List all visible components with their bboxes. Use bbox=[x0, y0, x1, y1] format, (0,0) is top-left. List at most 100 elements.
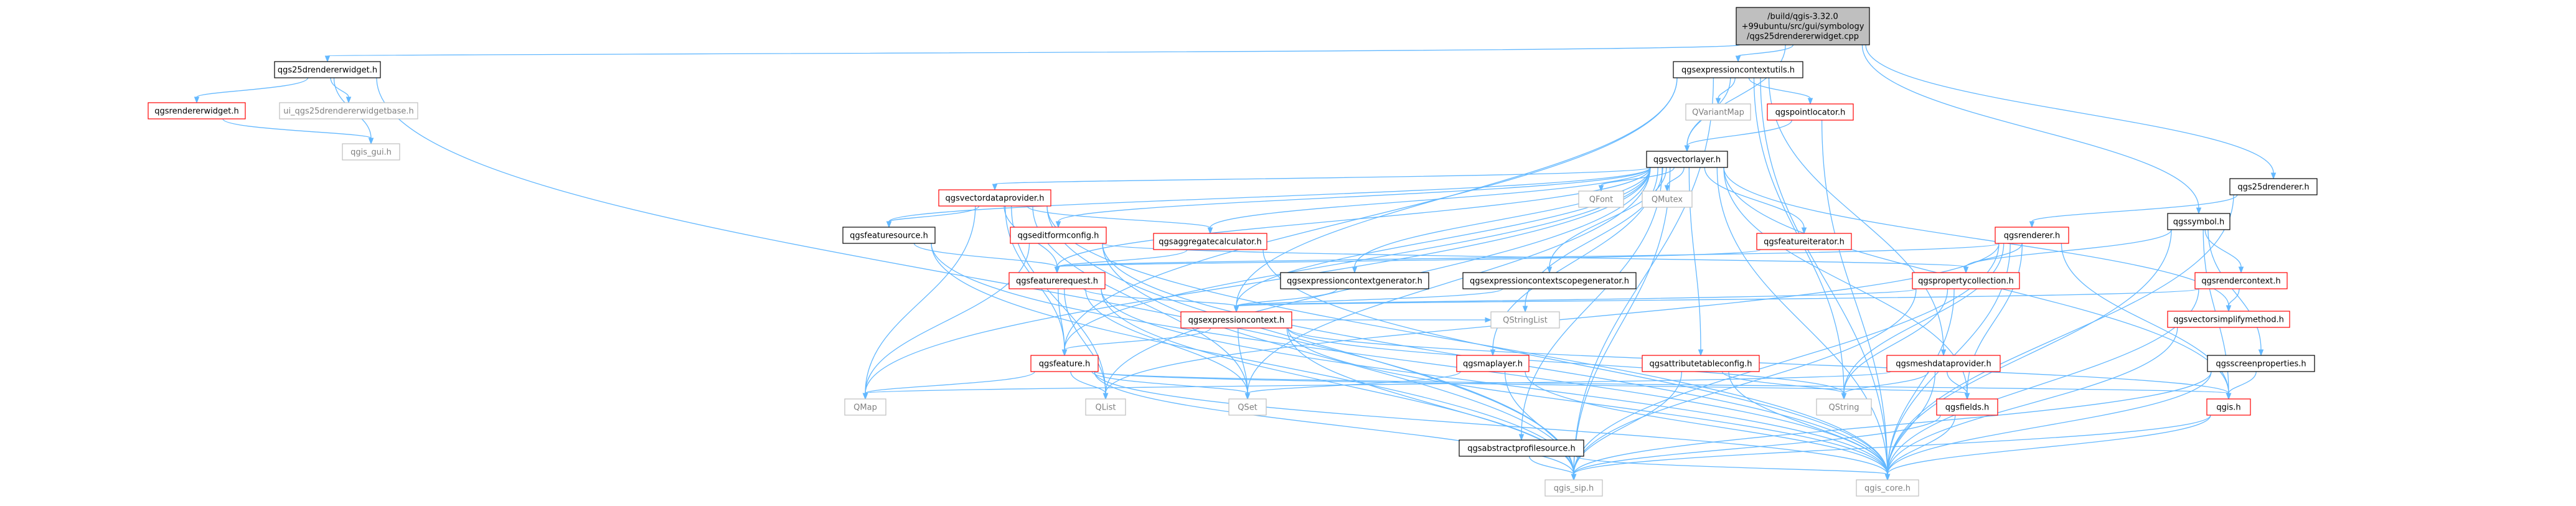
edge-qgsmeshdataprovider-h-to-qstring bbox=[1841, 371, 1929, 400]
node-qgsaggregatecalculator-h[interactable]: qgsaggregatecalculator.h bbox=[1153, 233, 1267, 250]
edge-qgsvectorlayer-h-to-qgsfeatureiterator-h bbox=[1704, 167, 1807, 235]
node-qgsrendercontext-h[interactable]: qgsrendercontext.h bbox=[2194, 272, 2288, 289]
edge-qgspropertycollection-h-to-qgis-core-h bbox=[1884, 288, 1955, 481]
node-qgsvectordataprovider-h[interactable]: qgsvectordataprovider.h bbox=[938, 189, 1051, 207]
edge-qgsexpressioncontextutils-h-to-qvariantmap bbox=[1715, 77, 1736, 105]
node-box bbox=[938, 189, 1051, 207]
node-label: qgsvectorsimplifymethod.h bbox=[2173, 316, 2284, 325]
node-qvariantmap: QVariantMap bbox=[1685, 103, 1751, 121]
node-qgsmaplayer-h[interactable]: qgsmaplayer.h bbox=[1456, 355, 1530, 372]
node-box bbox=[1030, 355, 1099, 372]
edge-qgis-h-to-qgis-sip-h bbox=[1571, 415, 2211, 481]
node-box bbox=[2194, 272, 2288, 289]
node-label: qgsabstractprofilesource.h bbox=[1467, 444, 1576, 454]
edge-qgssymbol-h-to-qgsscreenproperties-h bbox=[2207, 229, 2264, 357]
node-label: QSet bbox=[1238, 403, 1257, 413]
node-qgsfeature-h[interactable]: qgsfeature.h bbox=[1030, 355, 1099, 372]
node-box bbox=[2167, 213, 2230, 230]
node-qgsfields-h[interactable]: qgsfields.h bbox=[1936, 398, 1998, 416]
node-box bbox=[1280, 272, 1429, 289]
node-qmap: QMap bbox=[844, 398, 886, 416]
node-qgsvectorsimplifymethod-h[interactable]: qgsvectorsimplifymethod.h bbox=[2167, 311, 2290, 328]
node-qgspointlocator-h[interactable]: qgspointlocator.h bbox=[1767, 103, 1854, 121]
node-qgsexpressioncontext-h[interactable]: qgsexpressioncontext.h bbox=[1180, 311, 1292, 329]
edge-qgsfeaturerequest-h-to-qgsexpressioncontext-h bbox=[1083, 288, 1239, 313]
node-box bbox=[1856, 479, 1919, 497]
node-qstringlist: QStringList bbox=[1490, 311, 1560, 329]
node-box bbox=[1673, 61, 1803, 78]
node-qgis-h[interactable]: qgis.h bbox=[2206, 398, 2251, 416]
node-box bbox=[1767, 103, 1854, 121]
node-label: qgsrendererwidget.h bbox=[154, 107, 238, 116]
node-box bbox=[342, 143, 400, 161]
edge-qgsvectorlayer-h-to-qgseditformconfig-h bbox=[1055, 167, 1651, 228]
node-box bbox=[1736, 7, 1870, 45]
node-box bbox=[842, 227, 936, 244]
edge-root-to-qgssymbol-h bbox=[1861, 44, 2202, 215]
node-qgsexpressioncontextscopegenerator-h[interactable]: qgsexpressioncontextscopegenerator.h bbox=[1462, 272, 1637, 289]
node-qgsabstractprofilesource-h[interactable]: qgsabstractprofilesource.h bbox=[1459, 439, 1584, 457]
edge-qgsmeshdataprovider-h-to-qgsfields-h bbox=[1947, 371, 1970, 400]
node-label: qgis_gui.h bbox=[350, 148, 392, 157]
node-box bbox=[1008, 272, 1106, 289]
node-box bbox=[1936, 398, 1998, 416]
node-label: /qgs25drendererwidget.cpp bbox=[1747, 32, 1859, 42]
node-qgsexpressioncontextgenerator-h[interactable]: qgsexpressioncontextgenerator.h bbox=[1280, 272, 1429, 289]
node-qgspropertycollection-h[interactable]: qgspropertycollection.h bbox=[1912, 272, 2020, 289]
node-label: qgsscreenproperties.h bbox=[2216, 360, 2306, 369]
edge-qgsrendercontext-h-to-qgis-core-h bbox=[1884, 288, 2199, 481]
node-box bbox=[1490, 311, 1560, 329]
node-label: qgspointlocator.h bbox=[1775, 108, 1846, 118]
node-qgsattributetableconfig-h[interactable]: qgsattributetableconfig.h bbox=[1642, 355, 1760, 372]
node-qgsvectorlayer-h[interactable]: qgsvectorlayer.h bbox=[1646, 151, 1728, 168]
edge-qgsmeshdataprovider-h-to-qmap bbox=[862, 371, 1891, 400]
node-label: qgsfields.h bbox=[1945, 403, 1989, 413]
node-label: qgs25drendererwidget.h bbox=[278, 66, 377, 75]
edge-qgsvectorlayer-h-to-qgsvectordataprovider-h bbox=[992, 167, 1651, 191]
node-qgsfeaturesource-h[interactable]: qgsfeaturesource.h bbox=[842, 227, 936, 244]
node-label: qgsvectorlayer.h bbox=[1653, 156, 1721, 165]
node-qgsrendererwidget-h[interactable]: qgsrendererwidget.h bbox=[148, 102, 246, 119]
edge-qgis-h-to-qgis-core-h bbox=[1884, 415, 2211, 481]
node-label: qgsfeaturesource.h bbox=[850, 232, 928, 241]
node-box bbox=[2167, 311, 2290, 328]
edge-qgsexpressioncontext-h-to-qstring bbox=[1287, 327, 1847, 400]
edge-qgsvectorlayer-h-to-qgsexpressioncontextscopegenerator-h bbox=[1546, 167, 1667, 274]
node-box bbox=[2206, 398, 2251, 416]
node-qgssymbol-h[interactable]: qgssymbol.h bbox=[2167, 213, 2230, 230]
node-box bbox=[844, 398, 886, 416]
node-qgsfeaturerequest-h[interactable]: qgsfeaturerequest.h bbox=[1008, 272, 1106, 289]
node-qlist: QList bbox=[1085, 398, 1126, 416]
node-qgs25drendererwidget-h[interactable]: qgs25drendererwidget.h bbox=[274, 61, 381, 78]
edge-qgsaggregatecalculator-h-to-qgsfeaturerequest-h bbox=[1054, 249, 1188, 274]
node-box bbox=[1010, 227, 1107, 244]
node-qgs25drenderer-h[interactable]: qgs25drenderer.h bbox=[2229, 178, 2318, 195]
node-box bbox=[1912, 272, 2020, 289]
node-qgseditformconfig-h[interactable]: qgseditformconfig.h bbox=[1010, 227, 1107, 244]
node-qgsexpressioncontextutils-h[interactable]: qgsexpressioncontextutils.h bbox=[1673, 61, 1803, 78]
node-label: qgsmaplayer.h bbox=[1463, 360, 1523, 369]
node-label: QString bbox=[1828, 403, 1859, 413]
node-label: QMutex bbox=[1652, 195, 1683, 205]
edge-qgsscreenproperties-h-to-qgis-h bbox=[2226, 371, 2257, 400]
edge-qgsvectorlayer-h-to-qmutex bbox=[1664, 167, 1685, 192]
node-root[interactable]: /build/qgis-3.32.0+99ubuntu/src/gui/symb… bbox=[1736, 7, 1870, 45]
node-qgsscreenproperties-h[interactable]: qgsscreenproperties.h bbox=[2207, 355, 2315, 372]
edge-qgsexpressioncontextutils-h-to-qgsfeature-h bbox=[1061, 77, 1678, 357]
edge-qgsfeature-h-to-qgsfields-h bbox=[1094, 371, 1970, 400]
node-qgsrenderer-h[interactable]: qgsrenderer.h bbox=[1995, 227, 2069, 244]
node-qgis-gui-h: qgis_gui.h bbox=[342, 143, 400, 161]
node-box bbox=[1459, 439, 1584, 457]
node-qfont: QFont bbox=[1578, 190, 1624, 208]
node-qgsfeatureiterator-h[interactable]: qgsfeatureiterator.h bbox=[1756, 233, 1852, 250]
node-qstring: QString bbox=[1816, 398, 1872, 416]
node-box bbox=[2207, 355, 2315, 372]
node-label: +99ubuntu/src/gui/symbology bbox=[1742, 22, 1864, 32]
node-qgsmeshdataprovider-h[interactable]: qgsmeshdataprovider.h bbox=[1886, 355, 2001, 372]
node-label: qgis_sip.h bbox=[1554, 484, 1594, 494]
node-box bbox=[1886, 355, 2001, 372]
edge-qgsexpressioncontext-h-to-qgsfeature-h bbox=[1061, 327, 1211, 357]
node-ui-qgs25drendererwidgetbase-h: ui_qgs25drendererwidgetbase.h bbox=[279, 102, 418, 119]
node-box bbox=[1180, 311, 1292, 329]
